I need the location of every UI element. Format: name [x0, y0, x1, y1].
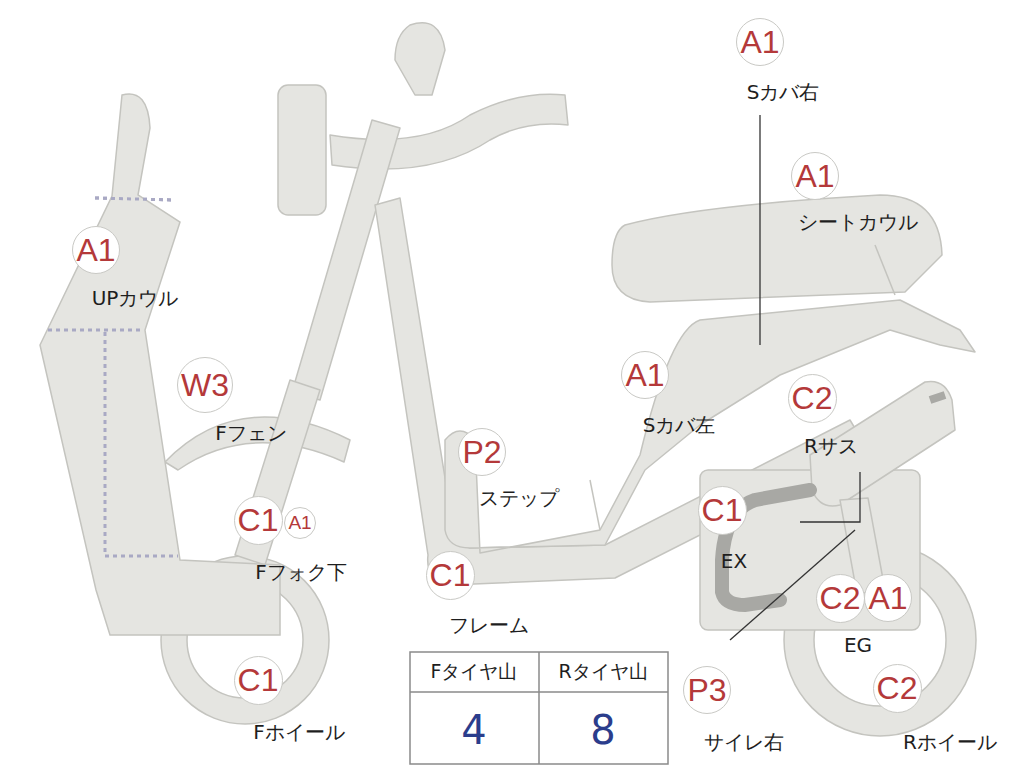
callout-circle: C2EG: [816, 574, 865, 623]
table-cell: 8: [590, 707, 615, 753]
callout-circle: A1Sカバ右: [736, 18, 784, 66]
condition-code: P2: [462, 434, 501, 471]
table-cell: 4: [461, 707, 486, 753]
condition-code: C1: [702, 492, 743, 529]
drawing-shape: [875, 245, 895, 295]
condition-code: A1: [795, 158, 834, 195]
drawing-shape: [800, 472, 860, 522]
part-name: Fフォク下: [255, 559, 347, 586]
callout-circle: C2Rサス: [788, 374, 837, 423]
drawing-shape: [590, 480, 600, 530]
part-name: サイレ右: [704, 729, 784, 756]
condition-code: A1: [288, 512, 311, 534]
tire-table: [410, 652, 668, 764]
callout-circle: W3Fフェン: [177, 357, 233, 413]
drawing-shape: [105, 332, 178, 556]
callout-circle: A1Sカバ左: [621, 351, 669, 399]
table-cell: Fタイヤ山: [431, 659, 518, 685]
cowl-seams-front: [48, 198, 178, 556]
callout-circle: A1: [284, 507, 316, 539]
condition-code: C1: [430, 557, 471, 594]
drawing-shape: [235, 380, 320, 565]
condition-code: W3: [181, 367, 229, 404]
part-name: シートカウル: [798, 209, 918, 236]
part-name: EX: [721, 549, 747, 573]
callout-circle: P3サイレ右: [683, 666, 731, 714]
table-cell: Rタイヤ山: [558, 659, 647, 685]
part-name: Rサス: [804, 433, 858, 460]
condition-code: P3: [687, 672, 726, 709]
callout-circle: P2ステップ: [458, 428, 506, 476]
condition-code: C2: [792, 380, 833, 417]
part-name: Fフェン: [215, 420, 287, 447]
callout-circle: C1Fフォク下: [234, 496, 283, 545]
part-name: Sカバ左: [643, 412, 716, 439]
condition-code: A1: [740, 24, 779, 61]
condition-code: C1: [238, 662, 279, 699]
callout-circle: A1: [864, 574, 912, 622]
part-name: Rホイール: [903, 729, 997, 756]
drawing-shape: [95, 198, 175, 200]
condition-code: A1: [76, 232, 115, 269]
scooter-body: [161, 23, 976, 736]
drawing-shape: [930, 395, 945, 400]
drawing-shape: [395, 23, 445, 95]
callout-circle: C2Rホイール: [873, 664, 922, 713]
drawing-shape: [759, 115, 760, 345]
condition-code: C2: [820, 580, 861, 617]
leg-shield: [40, 94, 280, 635]
callout-circle: A1UPカウル: [72, 226, 120, 274]
condition-code: C1: [238, 502, 279, 539]
drawing-shape: [165, 417, 350, 470]
callout-circle: C1フレーム: [426, 551, 475, 600]
part-name: Fホイール: [253, 719, 345, 746]
leader-lines: [730, 115, 860, 640]
callout-circle: C1Fホイール: [234, 656, 283, 705]
drawing-shape: [410, 652, 668, 764]
condition-code: C2: [877, 670, 918, 707]
drawing-shape: [612, 195, 942, 302]
drawing-shape: [278, 85, 326, 215]
part-name: UPカウル: [92, 285, 179, 312]
part-name: フレーム: [449, 612, 529, 639]
drawing-shape: [700, 470, 920, 630]
drawing-shape: [538, 652, 540, 764]
condition-code: A1: [625, 357, 664, 394]
drawing-shape: [814, 574, 946, 706]
condition-code: A1: [868, 580, 907, 617]
drawing-shape: [48, 329, 142, 332]
callout-circle: A1シートカウル: [791, 152, 839, 200]
part-name: Sカバ右: [747, 79, 820, 106]
callout-circle: C1EX: [698, 486, 747, 535]
part-name: ステップ: [479, 485, 559, 512]
part-name: EG: [844, 633, 872, 657]
